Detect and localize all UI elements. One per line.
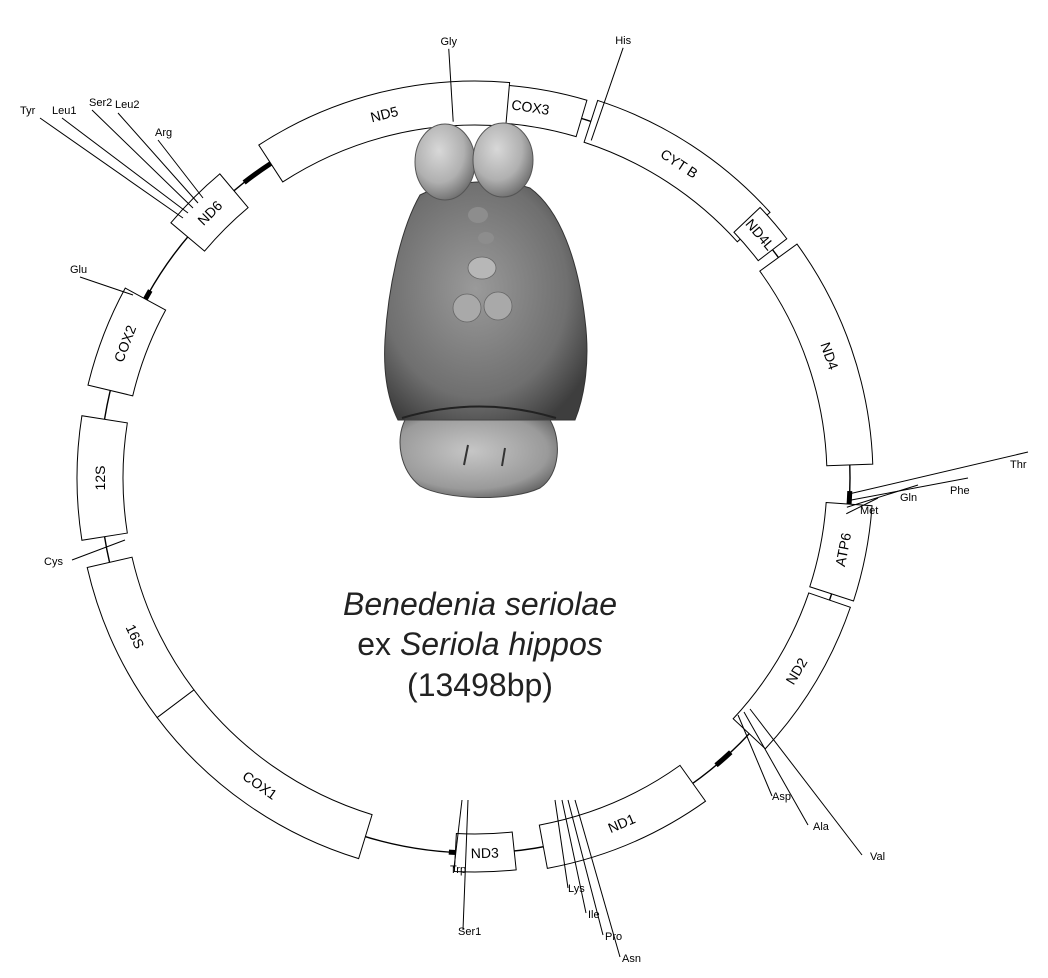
title-line-1: Benedenia seriolae [343, 586, 617, 622]
trna-label: Met [860, 505, 878, 517]
non-coding-segment [716, 752, 731, 765]
specimen-image [385, 123, 587, 498]
trna-tick-line [158, 140, 203, 198]
gene-label: 12S [92, 466, 108, 491]
trna-label: Arg [155, 127, 172, 139]
trna-label: Ser1 [458, 926, 481, 938]
trna-label: Ala [813, 821, 830, 833]
gene-box-cox1 [157, 690, 372, 859]
trna-label: Asn [622, 953, 641, 965]
trna-label: Gln [900, 492, 917, 504]
title-line-2-prefix: ex [357, 626, 400, 662]
title-line-2-species: Seriola hippos [400, 626, 603, 662]
gene-box-nd4 [760, 244, 873, 466]
trna-label: Gly [440, 36, 457, 48]
trna-tick-line [750, 709, 862, 855]
trna-label: Trp [450, 864, 466, 876]
trna-label: Cys [44, 556, 63, 568]
gene-label: ND3 [471, 845, 500, 862]
trna-label: Asp [772, 791, 791, 803]
trna-label: Leu2 [115, 99, 139, 111]
trna-label: Leu1 [52, 105, 76, 117]
trna-label: Val [870, 851, 885, 863]
trna-label: Lys [568, 883, 585, 895]
trna-label: Tyr [20, 105, 36, 117]
trna-tick-line [72, 540, 125, 560]
trna-tick-line [848, 452, 1028, 494]
title-line-3: (13498bp) [407, 667, 553, 703]
trna-label: Thr [1010, 459, 1027, 471]
trna-tick-line [80, 277, 133, 295]
trna-tick-line [92, 110, 193, 208]
trna-label: Phe [950, 485, 970, 497]
trna-label: Ser2 [89, 97, 112, 109]
trna-label: Glu [70, 264, 87, 276]
title-line-2: ex Seriola hippos [357, 626, 602, 662]
trna-label: His [615, 35, 631, 47]
